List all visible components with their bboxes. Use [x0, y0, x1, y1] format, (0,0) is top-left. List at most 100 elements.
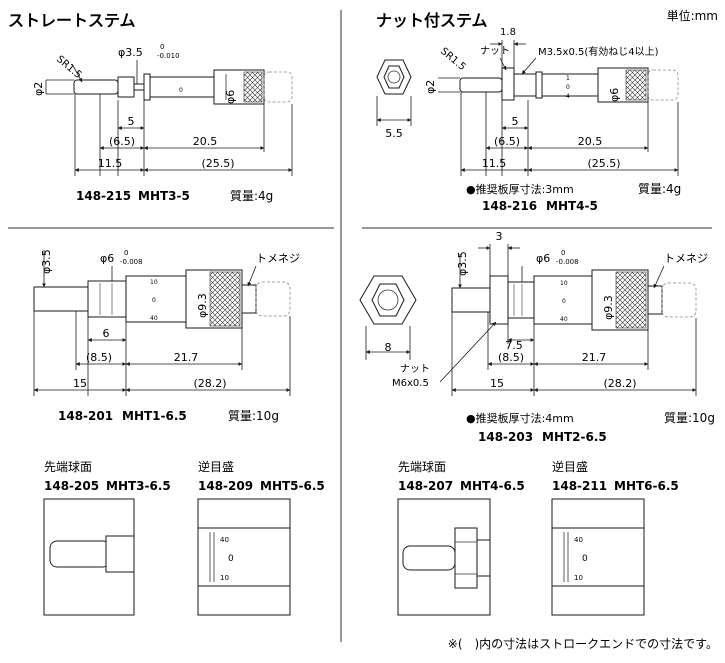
scale-mark: 10 — [220, 574, 229, 582]
hex-width-5-5: 5.5 — [385, 127, 403, 140]
model-mht4-5: MHT4-5 — [546, 199, 598, 213]
variant-label: 逆目盛 — [552, 459, 588, 474]
thimble-mark: 10 — [560, 280, 568, 287]
drawing-148-215: 0 SR1.5 φ2 φ3.5 0 -0.010 φ6 5 (6.5) 20.5… — [32, 43, 293, 203]
dim-20-5: 20.5 — [193, 135, 218, 148]
dim-8-5: (8.5) — [498, 351, 524, 364]
scale-mark: 40 — [220, 536, 229, 544]
variant-model: MHT5-6.5 — [260, 479, 325, 493]
hex-width-8: 8 — [385, 341, 392, 354]
code-148-201: 148-201 — [58, 409, 113, 423]
screw-label: トメネジ — [664, 252, 708, 265]
spindle-tol-up: 0 — [160, 43, 164, 51]
thimble-mark: 0 — [152, 297, 156, 304]
dim-15: 15 — [73, 377, 87, 390]
footnote: ※( )内の寸法はストロークエンドでの寸法です。 — [448, 637, 718, 651]
thimble-mark: 0 — [566, 84, 570, 91]
plate-thickness: ●推奨板厚寸法:3mm — [466, 182, 574, 196]
thimble-mark: 4 — [566, 93, 570, 100]
variant-label: 先端球面 — [398, 460, 446, 474]
spindle-dia-label: φ6 — [100, 252, 114, 265]
variant-model: MHT6-6.5 — [614, 479, 679, 493]
dim-11-5: 11.5 — [482, 157, 507, 170]
variant-148-209: 逆目盛 148-209 MHT5-6.5 40 0 10 — [197, 459, 325, 616]
dim-5: 5 — [512, 115, 519, 128]
screw-label: トメネジ — [256, 252, 300, 265]
thimble-mark: 40 — [150, 315, 158, 322]
mass-label: 質量:4g — [638, 181, 681, 196]
dim-15: 15 — [490, 377, 504, 390]
thimble-mark: 40 — [560, 316, 568, 323]
dim-28-2: (28.2) — [193, 377, 226, 390]
scale-mark: 10 — [574, 574, 583, 582]
dim-21-7: 21.7 — [174, 351, 199, 364]
variant-148-205: 先端球面 148-205 MHT3-6.5 — [43, 460, 171, 616]
dim-6: 6 — [103, 327, 110, 340]
model-mht2-6-5: MHT2-6.5 — [542, 430, 607, 444]
sleeve-dia-label: φ6 — [608, 88, 621, 102]
dim-6-5: (6.5) — [494, 135, 520, 148]
thread-label: M3.5x0.5(有効ねじ4以上) — [538, 45, 659, 58]
mass-label: 質量:4g — [230, 188, 273, 203]
variant-model: MHT3-6.5 — [106, 479, 171, 493]
dim-11-5: 11.5 — [98, 157, 123, 170]
spindle-dia-label: φ6 — [536, 252, 550, 265]
variant-code: 148-207 — [398, 479, 453, 493]
model-mht3-5: MHT3-5 — [138, 189, 190, 203]
variant-code: 148-211 — [552, 479, 607, 493]
dim-20-5: 20.5 — [578, 135, 603, 148]
unit-label: 単位:mm — [667, 8, 718, 23]
dim-3: 3 — [496, 230, 503, 243]
spindle-tol-lo: -0.008 — [120, 258, 143, 266]
section-title-straight: ストレートステム — [8, 11, 136, 30]
dim-7-5: 7.5 — [505, 339, 523, 352]
dim-8-5: (8.5) — [86, 351, 112, 364]
variant-code: 148-209 — [198, 479, 253, 493]
variant-code: 148-205 — [44, 479, 99, 493]
mass-label: 質量:10g — [664, 410, 715, 425]
variant-label: 逆目盛 — [198, 459, 234, 474]
nut-label: ナット — [480, 45, 510, 57]
dim-5: 5 — [128, 115, 135, 128]
spindle-tol-lo: -0.008 — [556, 258, 579, 266]
thimble-mark: 0 — [562, 298, 566, 305]
stem-dia-label: φ2 — [32, 82, 45, 96]
variant-148-211: 逆目盛 148-211 MHT6-6.5 40 0 10 — [551, 459, 679, 616]
scale-mark: 0 — [582, 554, 588, 564]
mass-label: 質量:10g — [228, 408, 279, 423]
thimble-mark: 0 — [179, 87, 183, 94]
drawing-148-201: 10 0 40 φ3.5 φ6 0 -0.008 トメネジ φ9.3 6 (8.… — [33, 249, 300, 423]
dim-21-7: 21.7 — [582, 351, 607, 364]
variant-148-207: 先端球面 148-207 MHT4-6.5 — [397, 460, 525, 616]
code-148-216: 148-216 — [482, 199, 537, 213]
sleeve-dia-label: φ9.3 — [602, 295, 615, 320]
scale-mark: 0 — [228, 554, 234, 564]
spindle-tol-up: 0 — [124, 249, 128, 257]
drawing-148-203: 8 10 0 40 φ3.5 3 φ6 0 -0.008 トメネジ φ9.3 ナ… — [359, 230, 715, 444]
spindle-dia-label: φ3.5 — [118, 46, 143, 59]
spindle-tol-up: 0 — [561, 249, 565, 257]
sleeve-dia-label: φ9.3 — [196, 293, 209, 318]
variant-model: MHT4-6.5 — [460, 479, 525, 493]
model-mht1-6-5: MHT1-6.5 — [122, 409, 187, 423]
thimble-mark: 10 — [150, 279, 158, 286]
stem-dia-label: φ2 — [424, 80, 437, 94]
dim-25-5: (25.5) — [201, 157, 234, 170]
code-148-203: 148-203 — [478, 430, 533, 444]
dim-6-5: (6.5) — [109, 135, 135, 148]
thimble-mark: 1 — [566, 75, 570, 82]
section-title-nut: ナット付ステム — [376, 11, 488, 30]
dim-25-5: (25.5) — [587, 157, 620, 170]
dim-1-8: 1.8 — [500, 27, 516, 38]
code-148-215: 148-215 — [76, 189, 131, 203]
spindle-tol-lo: -0.010 — [157, 52, 180, 60]
drawing-148-216: 5.5 1 0 4 SR1.5 φ2 ナット 1.8 M3.5x0.5(有効ねじ… — [376, 27, 681, 213]
dim-28-2: (28.2) — [603, 377, 636, 390]
sr-label: SR1.5 — [438, 46, 467, 73]
plate-thickness: ●推奨板厚寸法:4mm — [466, 411, 574, 425]
nut-label: ナット — [400, 363, 430, 375]
sleeve-dia-label: φ6 — [224, 90, 237, 104]
variant-label: 先端球面 — [44, 460, 92, 474]
nut-thread: M6x0.5 — [392, 378, 429, 389]
